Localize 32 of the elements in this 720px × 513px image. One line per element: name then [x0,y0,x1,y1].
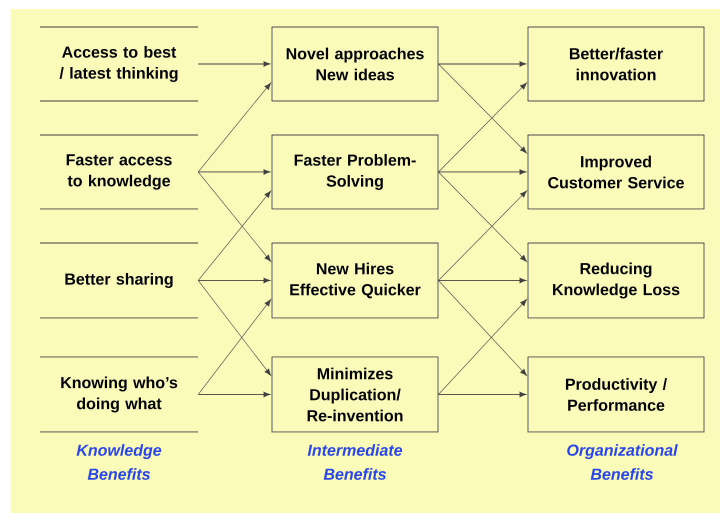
benefit-box: Novel approaches New ideas [272,26,438,102]
arrow [438,172,527,262]
arrow [198,190,272,281]
arrow [198,172,272,262]
arrow [198,392,270,398]
arrow [198,169,270,175]
arrow [438,278,526,284]
benefit-text: Access to best / latest thinking [60,46,178,82]
arrow [438,280,527,376]
arrow [438,392,526,398]
benefit-box: Reducing Knowledge Loss [528,242,704,318]
arrow [438,190,527,281]
arrow [438,299,527,395]
arrow [438,82,527,172]
benefit-text: Faster access to knowledge [66,154,172,190]
arrow [198,61,270,67]
arrow [198,278,270,284]
benefit-box: Improved Customer Service [528,134,704,210]
column-heading: Knowledge Benefits [76,444,162,480]
arrow [198,82,272,172]
arrow [438,61,526,67]
benefit-text: Knowing who’s doing what [61,376,178,412]
arrow [438,169,526,175]
benefit-box: Better/faster innovation [528,26,704,102]
arrow [198,299,272,395]
arrow [198,280,272,376]
benefit-box: Productivity / Performance [528,356,704,432]
benefit-box: Faster Problem-Solving [272,134,438,210]
benefit-box: Minimizes Duplication/ Re-invention [272,356,438,432]
benefit-text: Better sharing [65,273,173,288]
arrow [438,64,527,154]
benefit-box: New Hires Effective Quicker [272,242,438,318]
